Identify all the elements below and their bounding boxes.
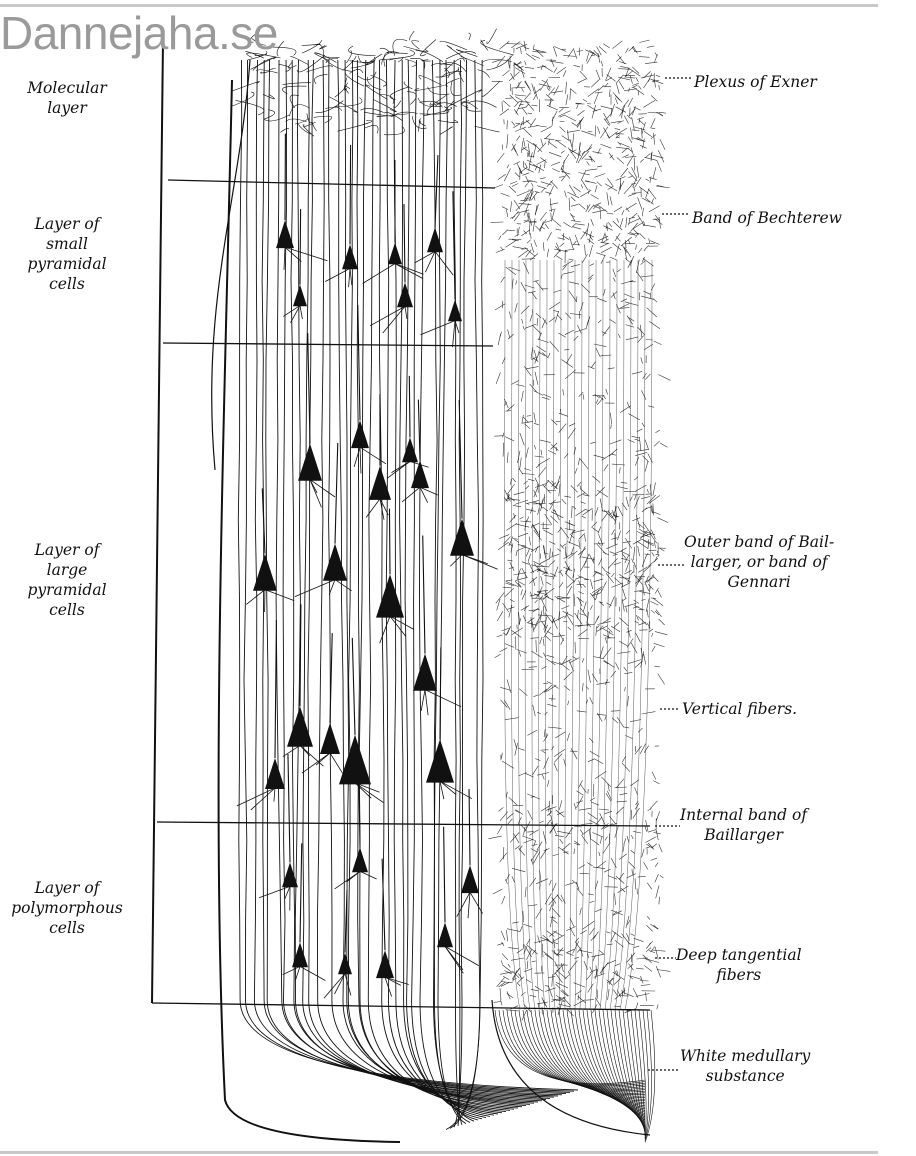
fiber-stain-column <box>488 39 671 1143</box>
watermark-text: Dannejaha.se <box>0 7 278 59</box>
layer-label-large-pyramidal: Layer of large pyramidal cells <box>27 541 107 619</box>
annotation-deep-tangential-fibers: Deep tangential fibers <box>676 946 802 984</box>
cell-stain-column <box>211 28 579 1143</box>
layer-label-small-pyramidal: Layer of small pyramidal cells <box>27 215 107 293</box>
annotation-outer-band-of-baillarger: Outer band of Bail- larger, or band of G… <box>684 533 835 591</box>
annotation-band-of-bechterew: Band of Bechterew <box>692 209 842 227</box>
annotation-leaders <box>648 77 692 1071</box>
top-frame-line <box>0 4 878 7</box>
annotation-white-medullary-substance: White medullary substance <box>680 1047 811 1085</box>
layer-frame <box>151 39 651 1011</box>
bottom-frame-line <box>0 1151 878 1154</box>
annotation-vertical-fibers: Vertical fibers. <box>682 700 798 718</box>
layer-label-molecular: Molecular layer <box>27 79 107 117</box>
annotation-internal-band-of-baillarger: Internal band of Baillarger <box>680 806 808 844</box>
layer-label-polymorphous: Layer of polymorphous cells <box>11 879 123 937</box>
annotation-plexus-of-exner: Plexus of Exner <box>694 73 817 91</box>
